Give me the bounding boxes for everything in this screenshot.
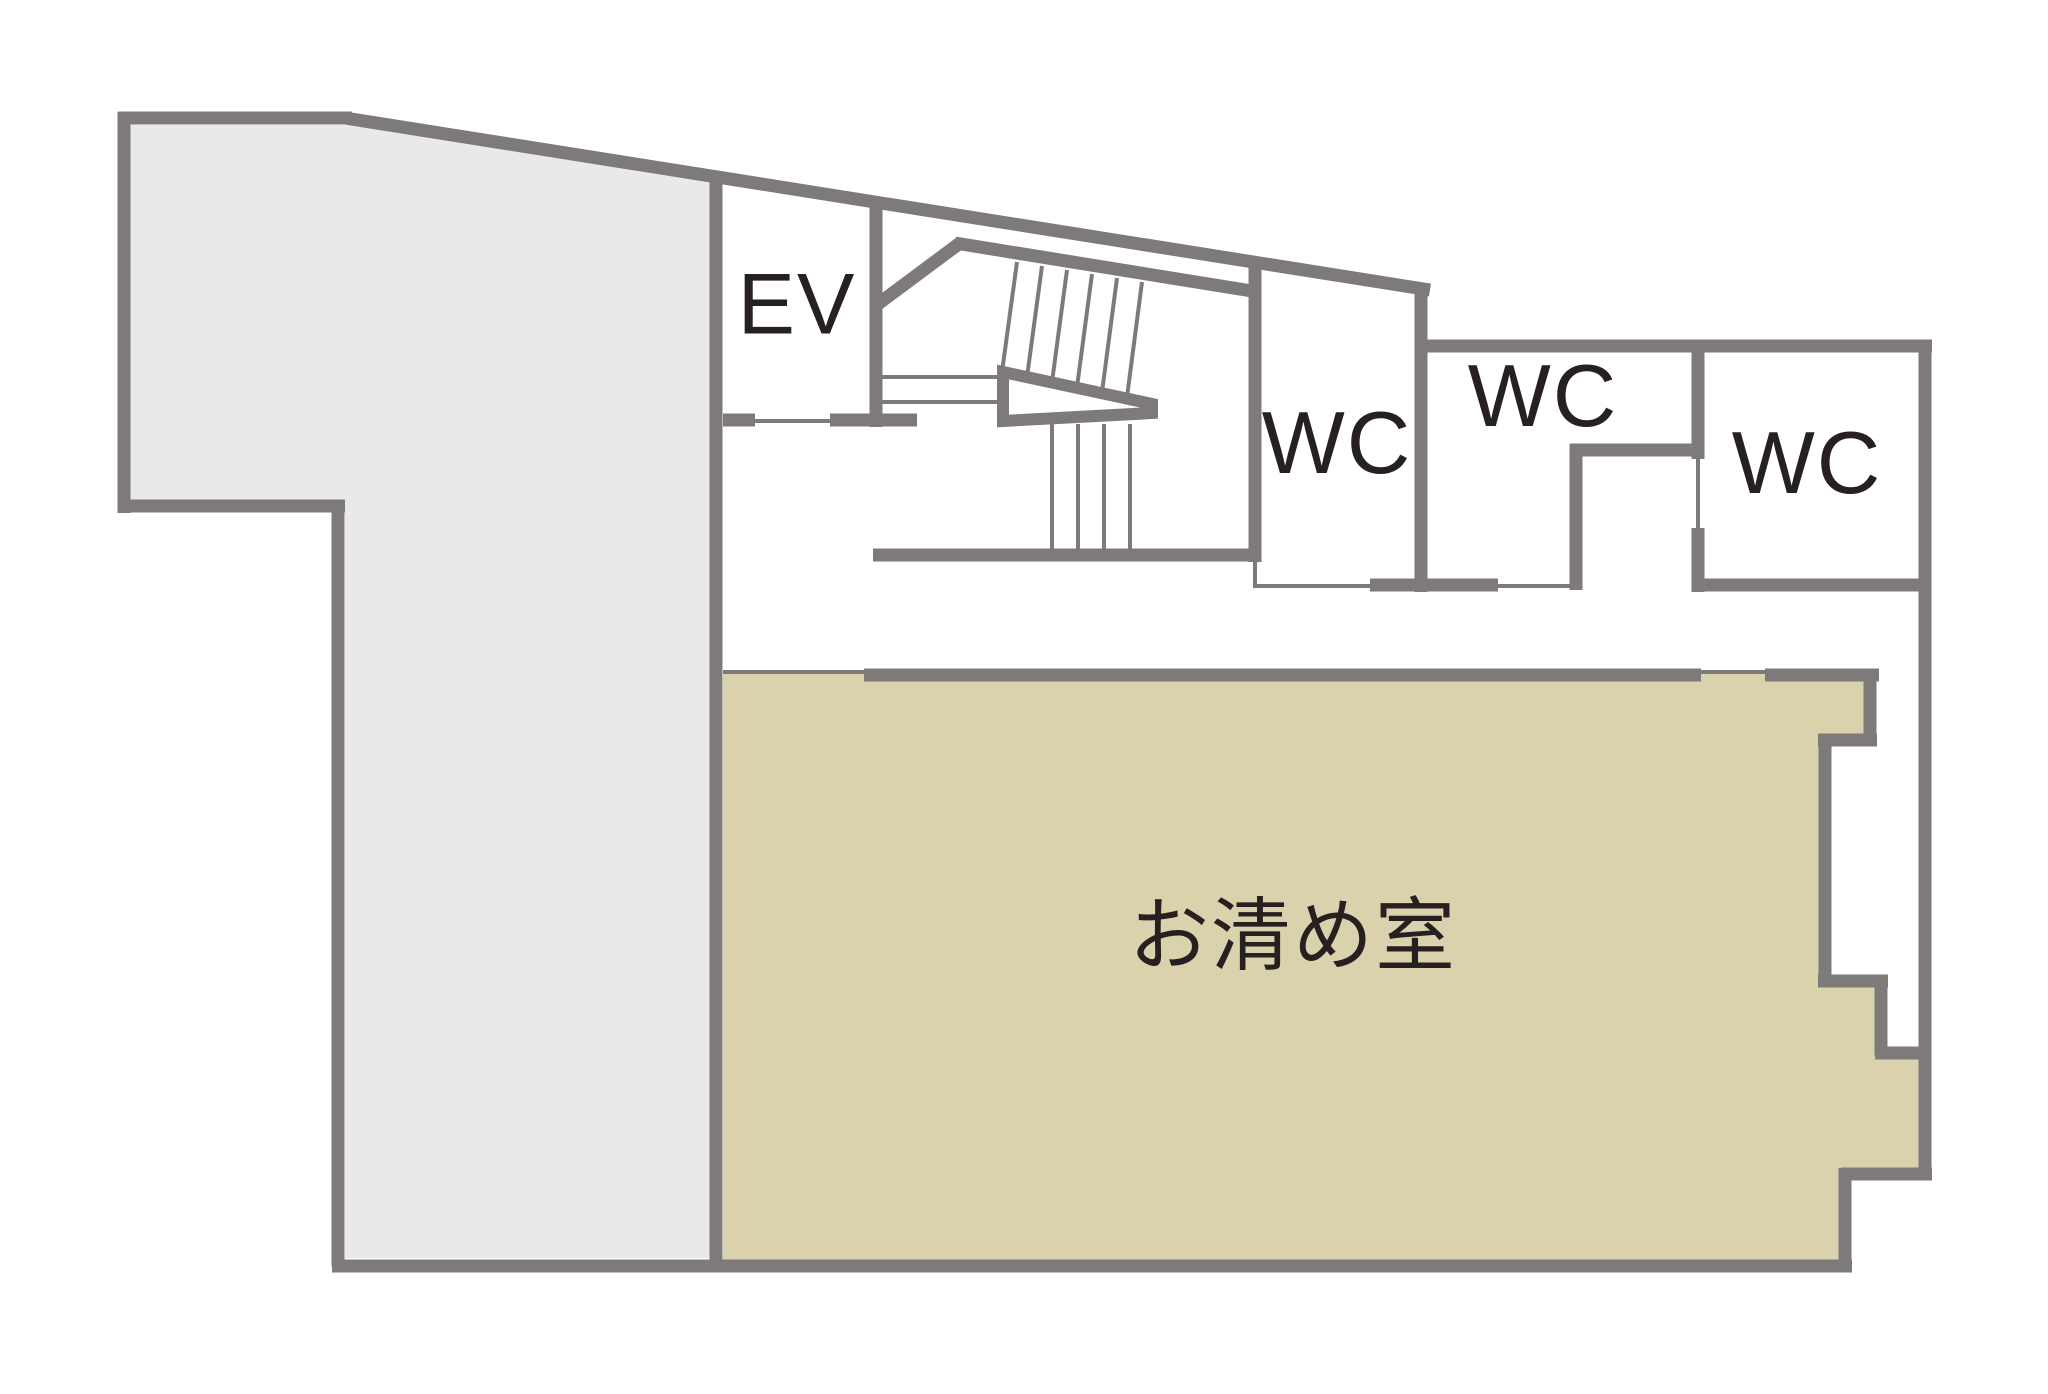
gray-area-fill [130,125,710,1258]
room-label-ev: EV [737,256,857,353]
stair-tread-upper [1000,261,1019,373]
stair-tread-upper [1050,269,1069,383]
stair-tread-upper [1100,277,1119,393]
room-label-wc-2: WC [1467,346,1619,446]
wall-segment [953,236,1260,299]
room-label-okiyome: お清め室 [1129,891,1457,981]
room-label-wc-3: WC [1731,413,1883,513]
stair-tread-upper [1075,273,1094,388]
wall-segment [343,111,1432,297]
room-label-wc-1: WC [1261,393,1413,493]
wall-segment [874,237,964,310]
stair-tread-upper [1025,265,1044,378]
purification-room-fill [723,670,1921,1260]
stair-landing-wedge [997,364,1158,428]
stair-tread-upper [1125,281,1144,398]
